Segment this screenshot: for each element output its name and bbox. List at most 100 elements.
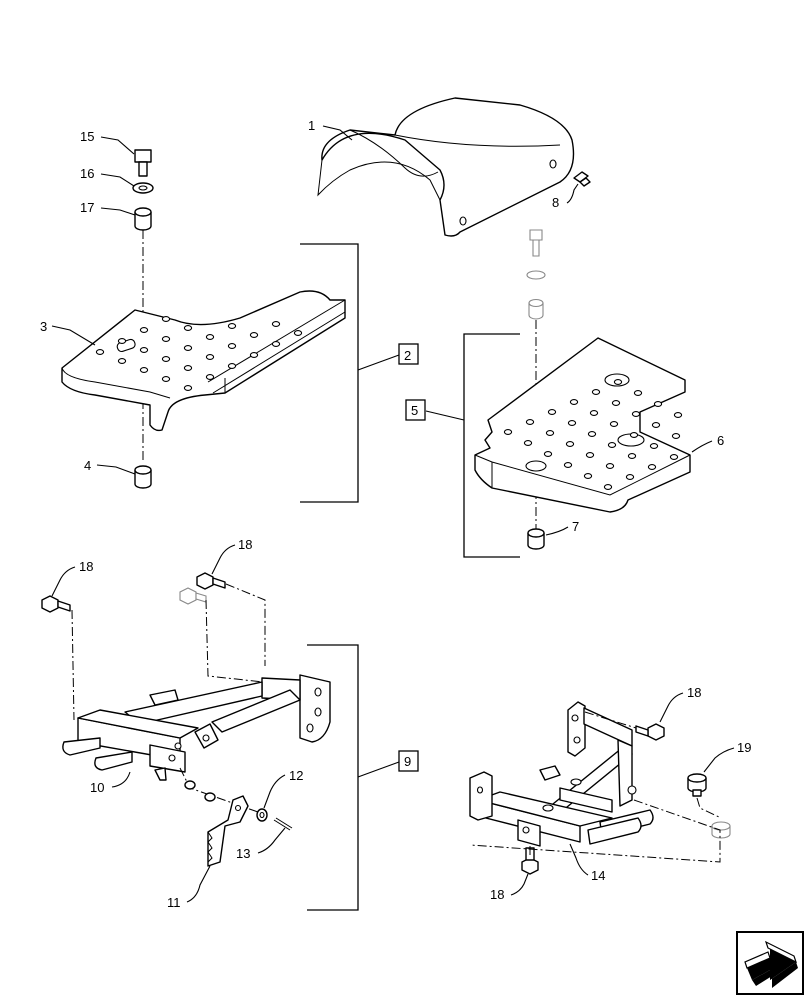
part-18-bolt-a — [41, 595, 71, 613]
part-6-step-plate — [474, 337, 691, 513]
part-3-step-plate — [61, 290, 346, 432]
callout-11: 11 — [167, 895, 181, 910]
ghost-hardware-right — [526, 229, 546, 320]
part-11-latch-bracket — [207, 795, 249, 867]
perforation-hole — [183, 345, 193, 351]
perforation-hole — [567, 420, 577, 426]
next-page-arrow-icon[interactable] — [736, 931, 804, 995]
callout-2: 2 — [404, 348, 411, 363]
callout-9: 9 — [404, 754, 411, 769]
perforation-hole — [227, 323, 237, 329]
perforation-hole — [633, 390, 643, 396]
callout-3: 3 — [40, 319, 47, 334]
perforation-hole — [585, 452, 595, 458]
callout-4: 4 — [84, 458, 91, 473]
perforation-hole — [583, 473, 593, 479]
bracket-group-9 — [307, 644, 359, 911]
perforation-hole — [161, 316, 171, 322]
perforation-hole — [205, 334, 215, 340]
perforation-hole — [139, 347, 149, 353]
callout-17: 17 — [80, 200, 94, 215]
perforation-hole — [117, 338, 127, 344]
perforation-hole — [673, 412, 683, 418]
perforation-hole — [607, 442, 617, 448]
perforation-hole — [139, 367, 149, 373]
callout-7: 7 — [572, 519, 579, 534]
part-15-bolt — [134, 149, 152, 177]
bracket-group-5 — [463, 333, 520, 558]
perforation-hole — [183, 365, 193, 371]
perforation-hole — [227, 343, 237, 349]
perforation-hole — [543, 451, 553, 457]
callout-1: 1 — [308, 118, 315, 133]
part-1-cover — [317, 97, 575, 237]
callout-box-2 — [398, 343, 419, 365]
callout-10: 10 — [90, 780, 104, 795]
perforation-hole — [625, 474, 635, 480]
step-plate-holes-right — [503, 379, 683, 490]
perforation-hole — [95, 349, 105, 355]
step-plate-holes-left — [95, 316, 303, 391]
perforation-hole — [605, 463, 615, 469]
leaders — [51, 125, 735, 903]
perforation-hole — [609, 421, 619, 427]
callout-16: 16 — [80, 166, 94, 181]
callout-18-c: 18 — [687, 685, 701, 700]
part-16-washer — [132, 182, 154, 194]
callout-15: 15 — [80, 129, 94, 144]
part-19-bumper — [687, 773, 731, 839]
part-18-bolt-d — [521, 847, 539, 875]
perforation-hole — [205, 374, 215, 380]
perforation-hole — [139, 327, 149, 333]
perforation-hole — [249, 352, 259, 358]
perforation-hole — [603, 484, 613, 490]
part-18-bolt-c — [635, 723, 665, 741]
perforation-hole — [631, 411, 641, 417]
perforation-hole — [647, 464, 657, 470]
perforation-hole — [271, 321, 281, 327]
callout-5: 5 — [411, 403, 418, 418]
perforation-hole — [503, 429, 513, 435]
callout-14: 14 — [591, 868, 605, 883]
part-18-bolt-b — [179, 572, 226, 605]
perforation-hole — [525, 419, 535, 425]
callout-6: 6 — [717, 433, 724, 448]
part-8-screw — [573, 171, 591, 187]
perforation-hole — [183, 325, 193, 331]
perforation-hole — [117, 358, 127, 364]
part-17-spacer — [134, 207, 152, 231]
perforation-hole — [653, 401, 663, 407]
perforation-hole — [649, 443, 659, 449]
part-14-frame — [469, 701, 654, 847]
callout-12: 12 — [289, 768, 303, 783]
perforation-hole — [545, 430, 555, 436]
perforation-hole — [589, 410, 599, 416]
callout-19: 19 — [737, 740, 751, 755]
perforation-hole — [613, 379, 623, 385]
callout-box-9 — [398, 750, 419, 772]
callout-13: 13 — [236, 846, 250, 861]
callout-18-d: 18 — [490, 887, 504, 902]
perforation-hole — [293, 330, 303, 336]
part-7-nut — [527, 528, 545, 550]
perforation-hole — [161, 356, 171, 362]
part-10-frame — [62, 674, 331, 781]
part-washers-10 — [184, 780, 216, 802]
perforation-hole — [161, 336, 171, 342]
callout-box-5 — [405, 399, 426, 421]
perforation-hole — [587, 431, 597, 437]
perforation-hole — [563, 462, 573, 468]
perforation-hole — [671, 433, 681, 439]
perforation-hole — [249, 332, 259, 338]
perforation-hole — [565, 441, 575, 447]
perforation-hole — [669, 454, 679, 460]
perforation-hole — [629, 432, 639, 438]
callout-18-a: 18 — [238, 537, 252, 552]
perforation-hole — [627, 453, 637, 459]
callout-18-b: 18 — [79, 559, 93, 574]
perforation-hole — [183, 385, 193, 391]
part-12-washer — [256, 808, 268, 822]
perforation-hole — [651, 422, 661, 428]
part-4-nut — [134, 465, 152, 489]
